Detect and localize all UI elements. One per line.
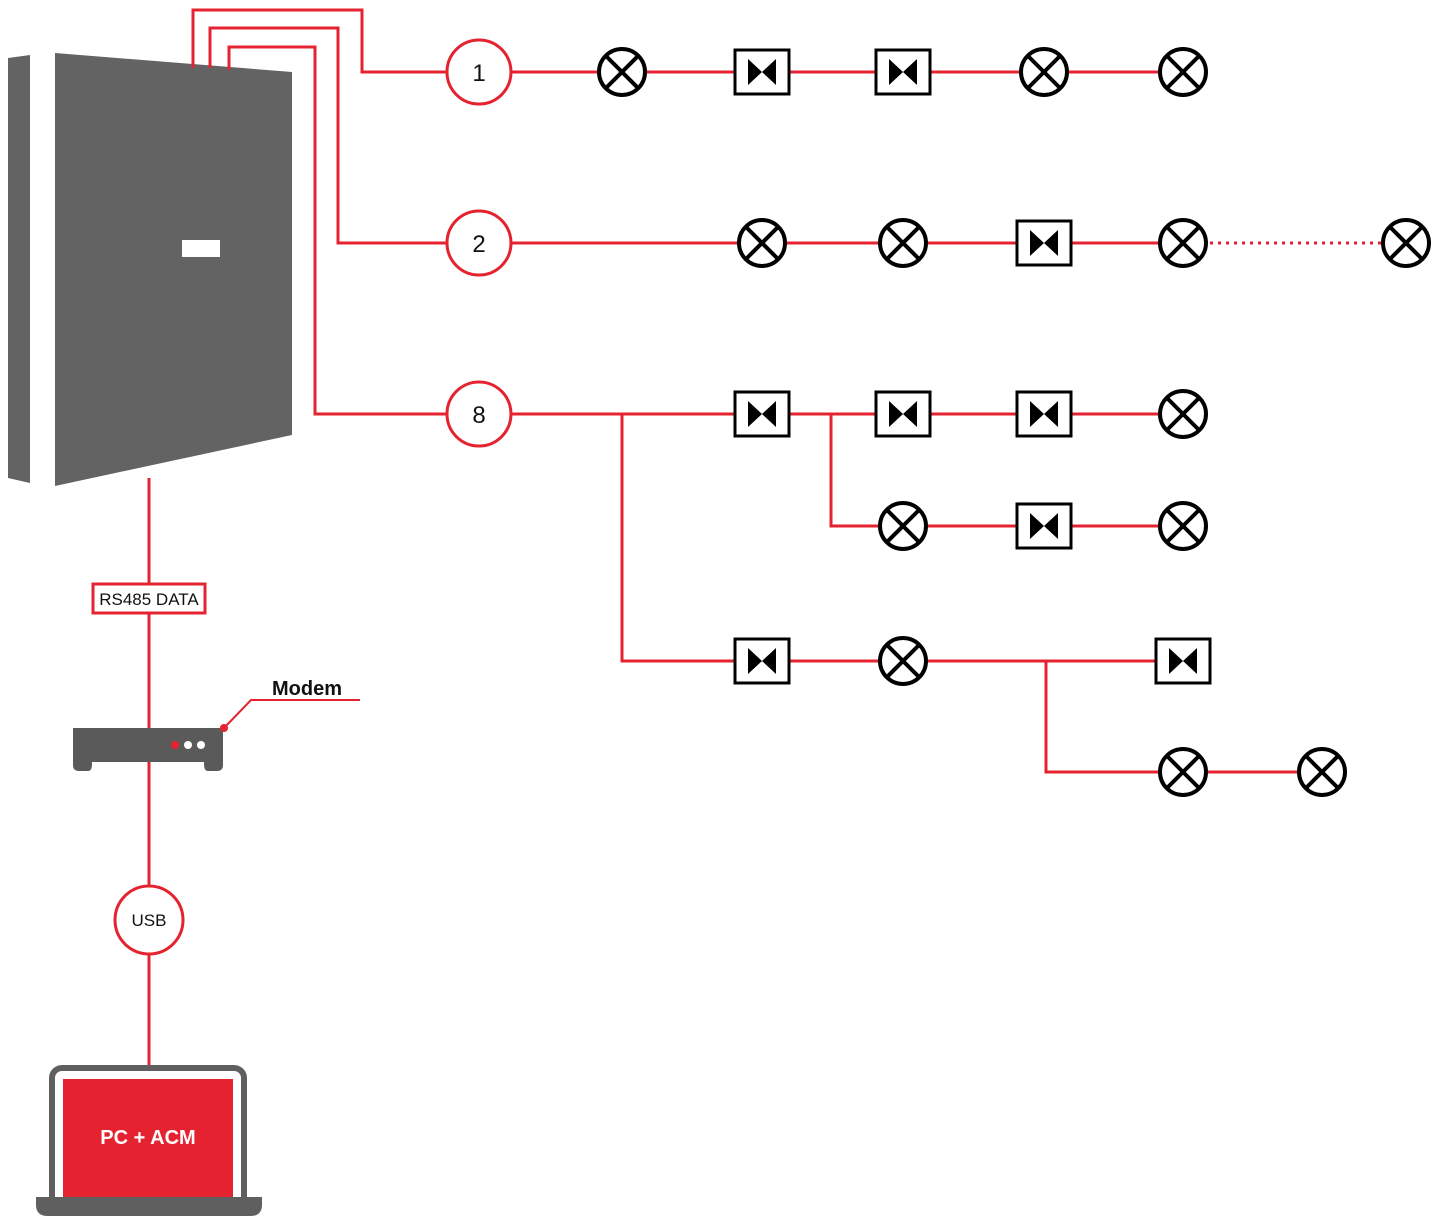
circuit-1-label: 1 — [472, 60, 485, 87]
usb-label: USB — [132, 911, 167, 930]
circle-x-lamp-icon — [1158, 389, 1208, 439]
modem-callout-line — [223, 699, 360, 729]
circuit-2-node[interactable]: 2 — [445, 209, 513, 277]
laptop-screen — [63, 1079, 233, 1197]
circle-x-lamp-icon — [1158, 218, 1208, 268]
circuit-2-label: 2 — [472, 231, 485, 258]
circle-x-lamp-icon — [1297, 747, 1347, 797]
circle-x-lamp-icon — [1158, 747, 1208, 797]
modem-status-led — [184, 741, 192, 749]
usb-node: USB — [113, 884, 185, 956]
circle-x-lamp-icon — [1158, 501, 1208, 551]
modem: Modem — [73, 678, 360, 771]
bowtie-exit-sign-icon — [733, 48, 791, 96]
circuit-8-node[interactable]: 8 — [445, 380, 513, 448]
circle-x-lamp-icon — [737, 218, 787, 268]
rs485-data-box: RS485 DATA — [91, 582, 207, 615]
bowtie-exit-sign-icon — [1015, 219, 1073, 267]
feeder-wires — [191, 8, 447, 416]
central-battery-cabinet — [8, 53, 292, 486]
bowtie-exit-sign-icon — [733, 637, 791, 685]
laptop-pc[interactable]: PC + ACM — [36, 1065, 262, 1216]
cabinet-display-slot — [182, 240, 220, 257]
circle-x-lamp-icon — [1019, 47, 1069, 97]
circle-x-lamp-icon — [878, 636, 928, 686]
modem-status-led-red — [171, 741, 179, 749]
laptop-base — [36, 1197, 262, 1216]
pc-acm-label: PC + ACM — [100, 1127, 195, 1149]
circle-x-lamp-icon — [878, 501, 928, 551]
circle-x-lamp-icon — [597, 47, 647, 97]
bowtie-exit-sign-icon — [874, 390, 932, 438]
modem-status-led — [197, 741, 205, 749]
circuit-lines — [512, 70, 1383, 774]
bowtie-exit-sign-icon — [733, 390, 791, 438]
circle-x-lamp-icon — [1381, 218, 1431, 268]
circuit-1-node[interactable]: 1 — [445, 38, 513, 106]
fixtures — [597, 47, 1431, 797]
bowtie-exit-sign-icon — [1154, 637, 1212, 685]
bowtie-exit-sign-icon — [1015, 390, 1073, 438]
circuit-8-label: 8 — [472, 402, 485, 429]
bowtie-exit-sign-icon — [1015, 502, 1073, 550]
bowtie-exit-sign-icon — [874, 48, 932, 96]
modem-callout-dot — [220, 724, 228, 732]
modem-label: Modem — [272, 678, 342, 700]
rs485-data-label: RS485 DATA — [99, 590, 199, 609]
circle-x-lamp-icon — [878, 218, 928, 268]
circle-x-lamp-icon — [1158, 47, 1208, 97]
